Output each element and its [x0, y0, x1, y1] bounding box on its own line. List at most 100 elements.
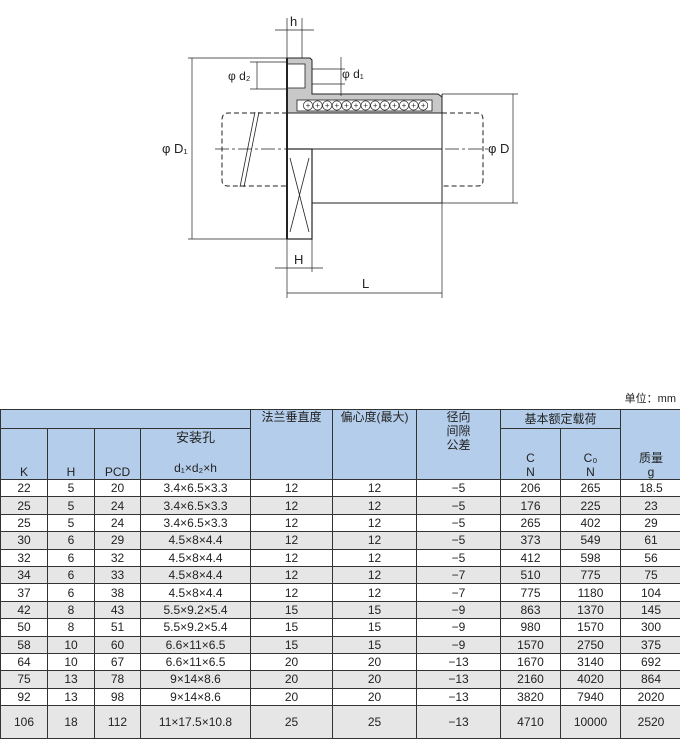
- cell-flange-perp: 12: [251, 514, 333, 531]
- cell-C: 863: [501, 601, 561, 618]
- cell-K: 34: [1, 566, 48, 583]
- cell-PCD: 51: [95, 619, 141, 636]
- cell-mount-hole: 3.4×6.5×3.3: [141, 514, 251, 531]
- cell-H: 5: [48, 480, 95, 497]
- cell-radial-clearance: −9: [417, 636, 501, 653]
- cell-C: 1570: [501, 636, 561, 653]
- cell-flange-perp: 15: [251, 619, 333, 636]
- cell-radial-clearance: −13: [417, 671, 501, 688]
- cell-K: 42: [1, 601, 48, 618]
- cell-H: 8: [48, 601, 95, 618]
- cell-C0: 549: [561, 532, 621, 549]
- bushing-body: [312, 149, 442, 203]
- cell-eccentricity: 15: [333, 636, 417, 653]
- cell-PCD: 67: [95, 653, 141, 670]
- header-flange-perpendicularity: 法兰垂直度: [251, 410, 333, 480]
- cell-flange-perp: 12: [251, 480, 333, 497]
- cell-H: 10: [48, 636, 95, 653]
- cell-K: 32: [1, 549, 48, 566]
- cell-mount-hole: 4.5×8×4.4: [141, 532, 251, 549]
- cell-C: 206: [501, 480, 561, 497]
- cell-mount-hole: 4.5×8×4.4: [141, 566, 251, 583]
- cell-mass: 300: [621, 619, 680, 636]
- cell-K: 64: [1, 653, 48, 670]
- cell-K: 25: [1, 497, 48, 514]
- cell-eccentricity: 12: [333, 497, 417, 514]
- cell-eccentricity: 12: [333, 480, 417, 497]
- cell-C0: 4020: [561, 671, 621, 688]
- cell-mount-hole: 5.5×9.2×5.4: [141, 619, 251, 636]
- cell-H: 5: [48, 497, 95, 514]
- cell-PCD: 98: [95, 688, 141, 705]
- cell-H: 10: [48, 653, 95, 670]
- cell-PCD: 24: [95, 514, 141, 531]
- cell-flange-perp: 25: [251, 706, 333, 739]
- cell-eccentricity: 12: [333, 584, 417, 601]
- cell-flange-perp: 12: [251, 549, 333, 566]
- cell-C0: 1570: [561, 619, 621, 636]
- dim-label-d1: φ d₁: [342, 67, 364, 81]
- cell-C: 510: [501, 566, 561, 583]
- cell-C0: 598: [561, 549, 621, 566]
- cell-radial-clearance: −5: [417, 514, 501, 531]
- cell-mass: 23: [621, 497, 680, 514]
- cell-mount-hole: 3.4×6.5×3.3: [141, 480, 251, 497]
- cell-C: 265: [501, 514, 561, 531]
- cell-PCD: 38: [95, 584, 141, 601]
- cell-radial-clearance: −5: [417, 480, 501, 497]
- cell-C: 412: [501, 549, 561, 566]
- dim-label-H: H: [294, 252, 303, 267]
- cell-radial-clearance: −7: [417, 584, 501, 601]
- break-line: [244, 112, 259, 187]
- cell-eccentricity: 15: [333, 619, 417, 636]
- header-K: K: [1, 429, 48, 480]
- header-eccentricity: 偏心度(最大): [333, 410, 417, 480]
- cell-C: 373: [501, 532, 561, 549]
- dim-label-d2: φ d₂: [228, 69, 251, 83]
- cell-K: 37: [1, 584, 48, 601]
- cell-H: 18: [48, 706, 95, 739]
- dim-label-L: L: [362, 276, 369, 291]
- cell-mass: 61: [621, 532, 680, 549]
- cell-K: 75: [1, 671, 48, 688]
- cell-mass: 29: [621, 514, 680, 531]
- cell-mass: 2020: [621, 688, 680, 705]
- cell-PCD: 33: [95, 566, 141, 583]
- cell-PCD: 60: [95, 636, 141, 653]
- cell-radial-clearance: −5: [417, 532, 501, 549]
- cell-C: 176: [501, 497, 561, 514]
- cell-radial-clearance: −7: [417, 566, 501, 583]
- break-line: [240, 112, 255, 187]
- cell-radial-clearance: −13: [417, 653, 501, 670]
- cell-PCD: 32: [95, 549, 141, 566]
- cell-mass: 692: [621, 653, 680, 670]
- dim-label-h: h: [290, 14, 297, 29]
- cell-eccentricity: 20: [333, 688, 417, 705]
- cell-C0: 775: [561, 566, 621, 583]
- cell-radial-clearance: −13: [417, 688, 501, 705]
- cell-K: 30: [1, 532, 48, 549]
- flange-bushing-drawing: h φ d₂ φ d₁ φ D₁ φ D H L: [0, 0, 680, 320]
- cell-mount-hole: 4.5×8×4.4: [141, 584, 251, 601]
- cell-K: 25: [1, 514, 48, 531]
- cell-mass: 375: [621, 636, 680, 653]
- dim-label-D: φ D: [488, 141, 509, 156]
- header-radial-clearance: 径向间隙公差: [417, 410, 501, 480]
- cell-K: 50: [1, 619, 48, 636]
- cell-C0: 402: [561, 514, 621, 531]
- cell-radial-clearance: −5: [417, 497, 501, 514]
- cell-mount-hole: 6.6×11×6.5: [141, 653, 251, 670]
- cell-radial-clearance: −5: [417, 549, 501, 566]
- header-H: H: [48, 429, 95, 480]
- cell-eccentricity: 20: [333, 671, 417, 688]
